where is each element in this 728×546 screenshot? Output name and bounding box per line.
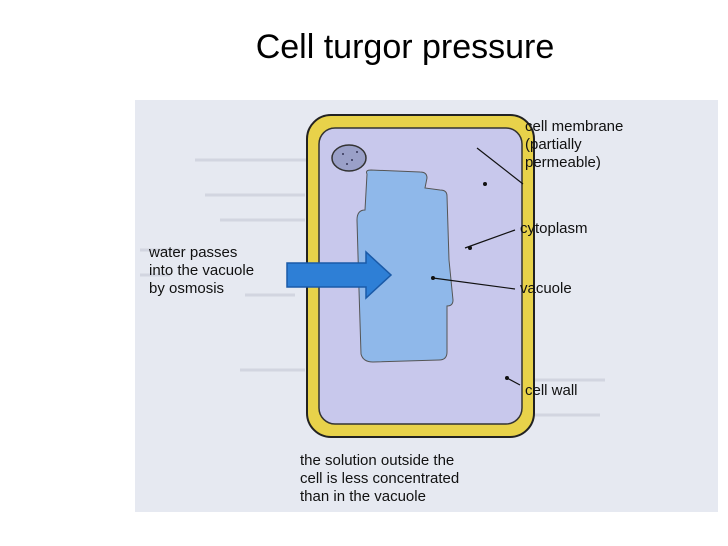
vacuole	[356, 169, 454, 363]
nucleus-dots	[342, 151, 358, 165]
cell-diagram: cell membrane (partially permeable) cyto…	[135, 100, 718, 512]
slide-title: Cell turgor pressure	[255, 28, 555, 66]
leader-cell-wall	[506, 377, 521, 386]
label-cytoplasm: cytoplasm	[520, 220, 588, 237]
label-cell-membrane: cell membrane (partially permeable)	[525, 118, 624, 171]
label-vacuole: vacuole	[520, 280, 572, 297]
leader-dots	[431, 182, 509, 380]
leader-cytoplasm	[464, 229, 516, 249]
label-solution-outside: the solution outside the cell is less co…	[300, 452, 460, 505]
label-cell-wall: cell wall	[525, 382, 578, 399]
background-texture	[140, 158, 605, 417]
nucleus	[331, 144, 367, 172]
cell-diagram-graphic	[140, 114, 605, 438]
leader-vacuole	[432, 277, 516, 290]
osmosis-arrow	[286, 250, 393, 300]
leader-cell-membrane	[476, 147, 524, 185]
label-water-passes: water passes into the vacuole by osmosis	[149, 244, 255, 297]
leader-lines	[432, 147, 524, 386]
